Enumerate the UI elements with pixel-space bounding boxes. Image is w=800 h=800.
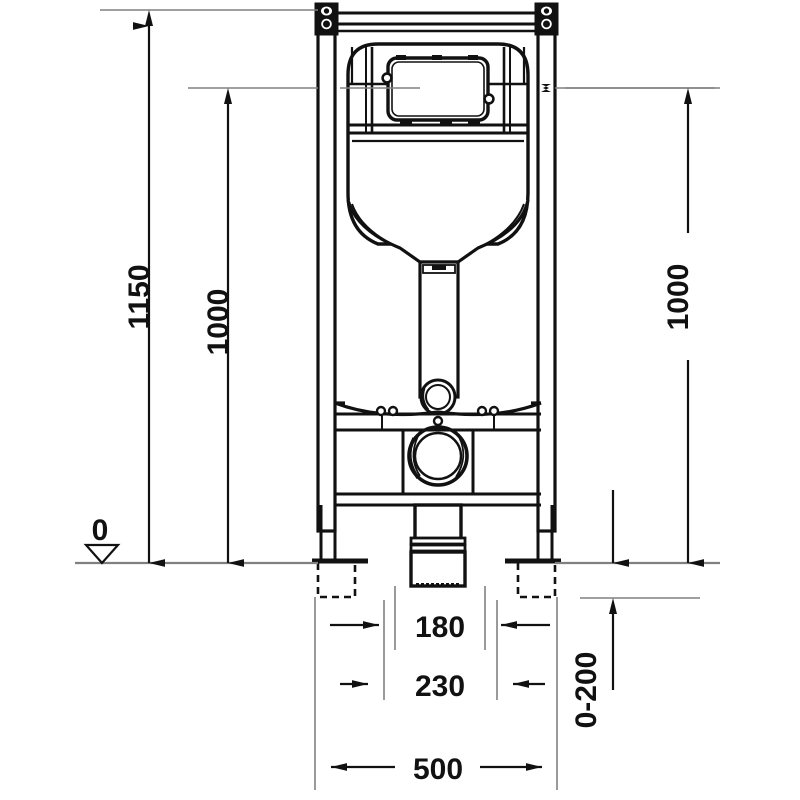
datum-marker: 0 bbox=[83, 514, 121, 565]
dimension-1000-left-label: 1000 bbox=[202, 289, 235, 356]
dimension-1000-right: 1000 bbox=[662, 88, 704, 567]
dimension-1000-right-label: 1000 bbox=[662, 264, 695, 331]
dimension-0-200-label: 0-200 bbox=[570, 652, 603, 729]
extension-lines bbox=[100, 9, 715, 790]
dimension-1000-left: 1000 bbox=[202, 88, 244, 567]
flush-pipe bbox=[418, 260, 460, 399]
dimension-180-label: 180 bbox=[415, 611, 465, 644]
centerline-marker bbox=[541, 84, 551, 92]
dimension-500-label: 500 bbox=[413, 753, 463, 786]
dimension-0-200: 0-200 bbox=[570, 598, 617, 728]
dimension-1150-label: 1150 bbox=[123, 264, 156, 329]
floor-anchor-outline bbox=[316, 563, 557, 599]
dimension-230-label: 230 bbox=[415, 670, 465, 703]
dimension-230: 230 bbox=[340, 670, 545, 703]
wall-mounting-bracket bbox=[314, 2, 559, 36]
drawing-geometry: 1150 1000 0 1000 0-200 bbox=[75, 2, 720, 790]
inspection-opening bbox=[381, 55, 495, 124]
datum-label: 0 bbox=[92, 514, 109, 547]
level-datum-triangle bbox=[83, 543, 121, 565]
frame-left-rail bbox=[316, 4, 337, 533]
installation-frame bbox=[314, 2, 559, 533]
dimension-1150: 1150 bbox=[123, 10, 165, 567]
waste-outlet-connector bbox=[407, 378, 469, 487]
adjustable-floor-legs bbox=[312, 505, 561, 564]
dimension-500: 500 bbox=[331, 753, 542, 786]
dimension-180: 180 bbox=[330, 611, 550, 644]
waste-pipe-stub bbox=[409, 503, 467, 588]
